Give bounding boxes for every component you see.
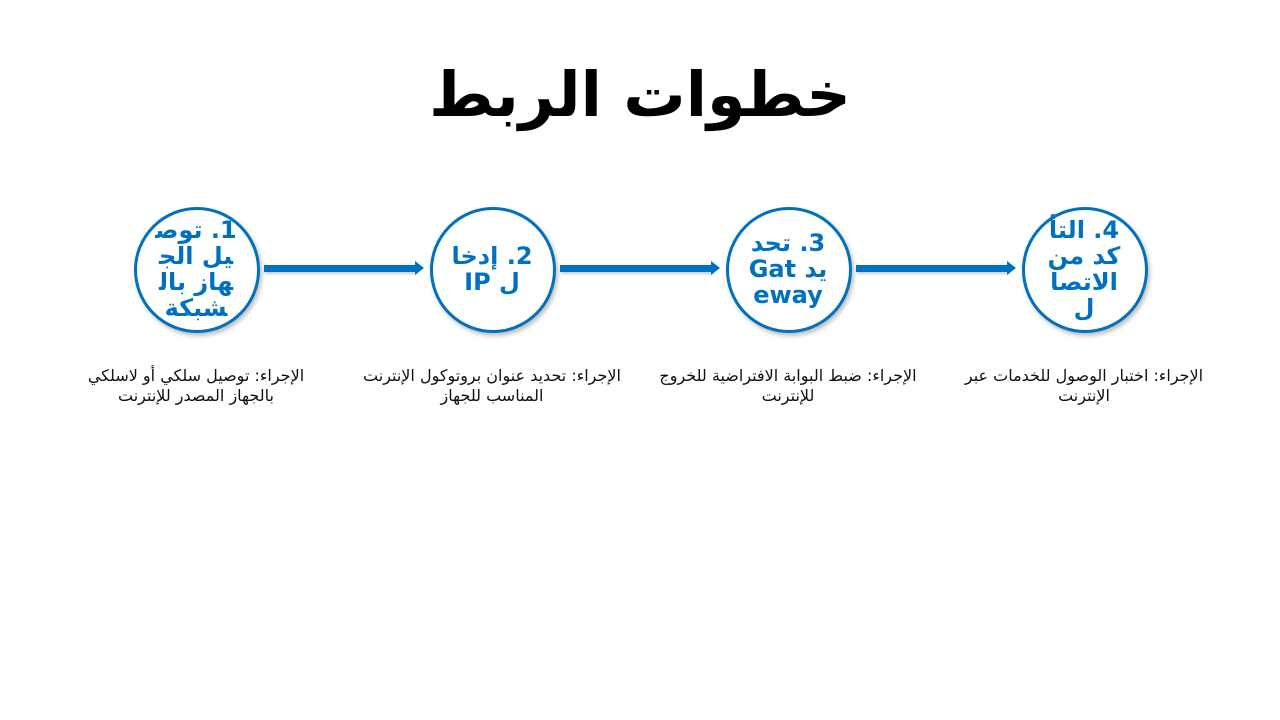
step-2-description: الإجراء: تحديد عنوان بروتوكول الإنترنت ا… [363, 366, 621, 405]
step-circle [430, 207, 556, 333]
step-label: 3. تحديد Gateway [748, 229, 828, 309]
step-2-node: 2. إدخال IP [430, 207, 556, 333]
step-1-description: الإجراء: توصيل سلكي أو لاسلكي بالجهاز ال… [87, 366, 305, 405]
step-circle [726, 207, 852, 333]
step-3-description: الإجراء: ضبط البوابة الافتراضية للخروج ل… [659, 366, 917, 405]
step-circle [134, 207, 260, 333]
slide-title: خطوات الربط [429, 58, 851, 131]
step-circle [1022, 207, 1148, 333]
step-label: 1. توصيل الجهاز بالشبكة [155, 216, 237, 322]
step-4-node: 4. التأكد من الاتصال [1022, 207, 1148, 333]
step-label: 2. إدخال IP [451, 242, 533, 296]
step-3-node: 3. تحديد Gateway [726, 207, 852, 333]
step-1-node: 1. توصيل الجهاز بالشبكة [134, 207, 260, 333]
arrow-right-icon [856, 261, 1016, 275]
step-label: 4. التأكد من الاتصال [1047, 216, 1121, 322]
step-4-description: الإجراء: اختبار الوصول للخدمات عبر الإنت… [964, 366, 1204, 405]
arrow-right-icon [560, 261, 720, 275]
arrow-right-icon [264, 261, 424, 275]
